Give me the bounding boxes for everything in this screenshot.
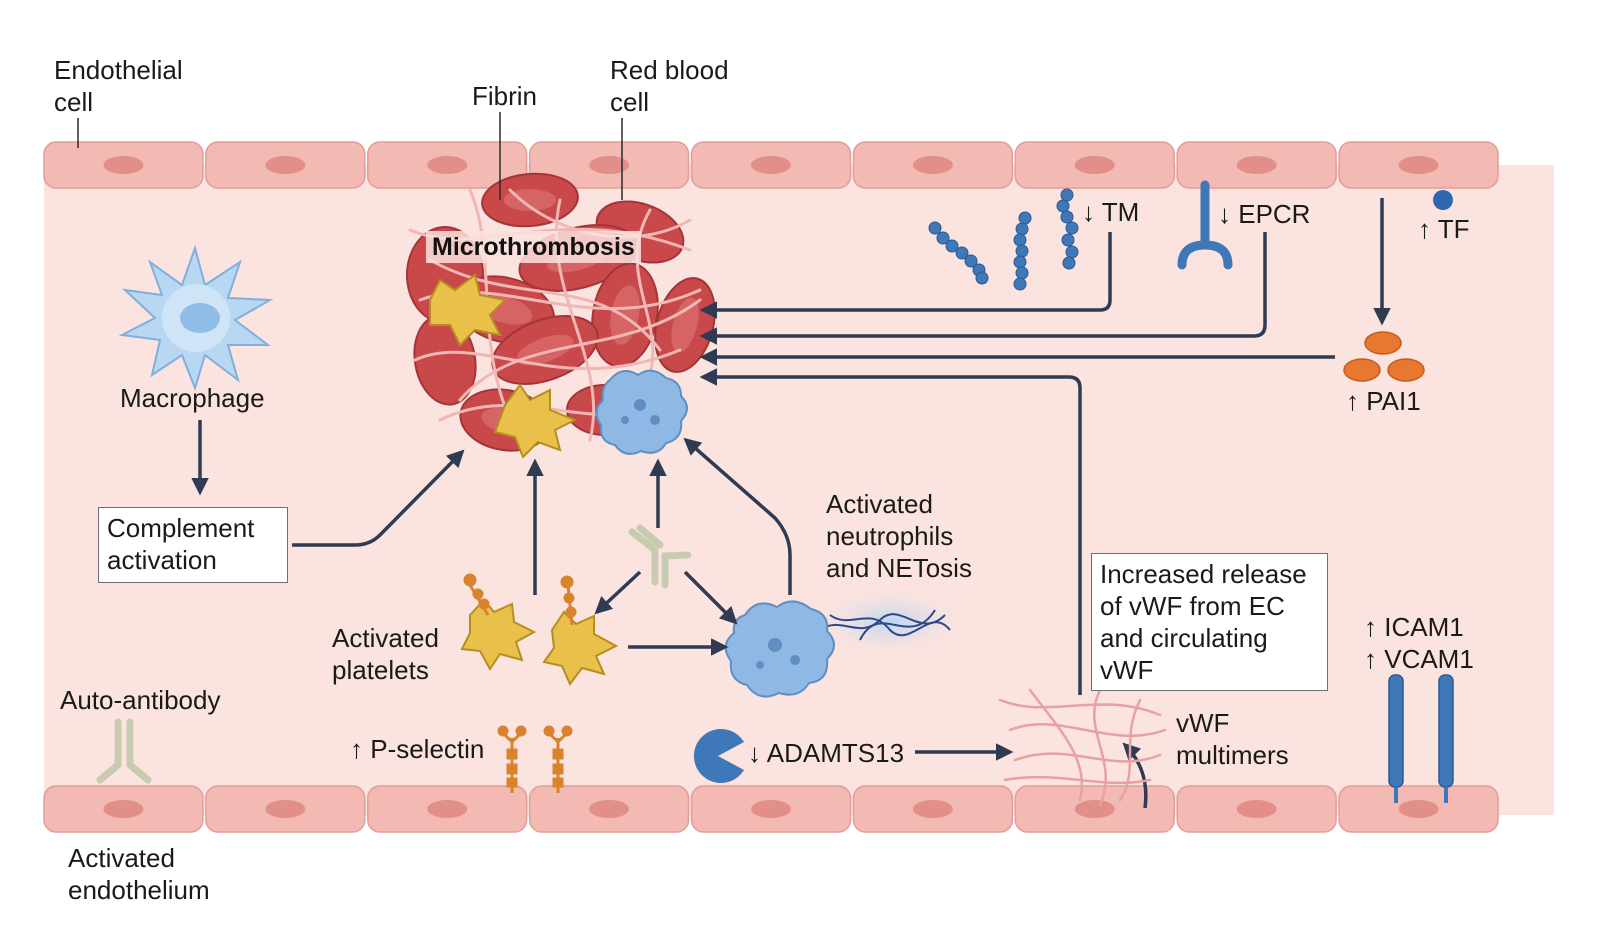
icam-vcam-receptor-icon [1388, 674, 1454, 803]
arrow-antibody-to-platelets [594, 570, 642, 615]
endothelial-layer-top [43, 141, 1499, 189]
activated-platelets-icon [460, 573, 619, 686]
red-blood-cell-label: Red blood cell [610, 55, 729, 117]
activated-platelets-label: Activated platelets [332, 623, 439, 685]
endothelial-nucleus [427, 156, 468, 174]
pai1-icon [1343, 331, 1425, 382]
p-selectin-icon [497, 725, 573, 793]
endothelial-nucleus [103, 156, 144, 174]
endothelial-nucleus [589, 156, 630, 174]
label-pointers [77, 112, 623, 200]
tf-label: ↑ TF [1418, 214, 1470, 244]
neutrophil-in-thrombus [595, 369, 688, 455]
p-selectin-label: ↑ P-selectin [350, 734, 485, 764]
endothelial-nucleus [1398, 156, 1439, 174]
pai1-label: ↑ PAI1 [1346, 386, 1421, 416]
arrow-neutrophil-to-thrombus [683, 437, 792, 595]
endothelial-nucleus [427, 800, 468, 818]
endothelial-nucleus [1074, 156, 1115, 174]
endothelial-nucleus [751, 156, 791, 174]
vessel-lumen [44, 165, 1554, 815]
auto-antibody-icon [96, 718, 152, 784]
endothelial-nucleus [265, 156, 306, 174]
endothelial-nucleus [103, 800, 144, 818]
complement-activation-box: Complement activation [98, 507, 288, 583]
thrombomodulin-icon [928, 188, 1079, 291]
auto-antibody-label: Auto-antibody [60, 685, 221, 715]
arrow-complement-to-thrombus [292, 449, 465, 547]
icam-vcam-label: ↑ ICAM1 ↑ VCAM1 [1364, 612, 1474, 674]
adamts13-icon [693, 729, 744, 783]
epcr-label: ↓ EPCR [1218, 199, 1311, 229]
activated-endothelium-label: Activated endothelium [68, 843, 210, 905]
epcr-receptor-icon [1177, 180, 1233, 270]
endothelial-nucleus [1236, 156, 1277, 174]
fibrin-label: Fibrin [472, 81, 538, 111]
macrophage-cell [118, 244, 274, 392]
arrow-vwf-to-thrombus [699, 368, 1082, 695]
endothelial-nucleus [265, 800, 306, 818]
endothelial-nucleus [589, 800, 630, 818]
endothelial-nucleus [1398, 800, 1439, 818]
antibody-center-icon [628, 524, 692, 589]
tissue-factor-icon [1433, 190, 1453, 210]
vwf-release-box: Increased release of vWF from EC and cir… [1091, 553, 1328, 691]
endothelial-cell-label: Endothelial cell [54, 55, 183, 117]
vwf-multimers-label: vWF multimers [1176, 708, 1289, 770]
endothelial-layer-bottom [43, 785, 1499, 833]
endothelial-nucleus [1074, 800, 1115, 818]
arrow-antibody-to-neutrophil [683, 570, 738, 625]
endothelial-nucleus [1236, 800, 1277, 818]
arrow-tm-to-thrombus [699, 232, 1112, 319]
activated-neutrophils-label: Activated neutrophils and NETosis [826, 489, 972, 583]
vwf-multimers-icon [998, 688, 1167, 807]
microthrombosis-label: Microthrombosis [426, 231, 641, 263]
endothelial-nucleus [912, 800, 953, 818]
arrow-epcr-to-thrombus [699, 232, 1267, 345]
macrophage-label: Macrophage [120, 383, 265, 413]
tm-label: ↓ TM [1082, 197, 1140, 227]
endothelial-nucleus [751, 800, 791, 818]
pathway-arrows [191, 198, 1391, 809]
platelet-in-thrombus [429, 273, 578, 459]
neutrophil-net-icon [724, 586, 970, 698]
endothelial-nucleus [912, 156, 953, 174]
adamts13-label: ↓ ADAMTS13 [748, 738, 905, 768]
